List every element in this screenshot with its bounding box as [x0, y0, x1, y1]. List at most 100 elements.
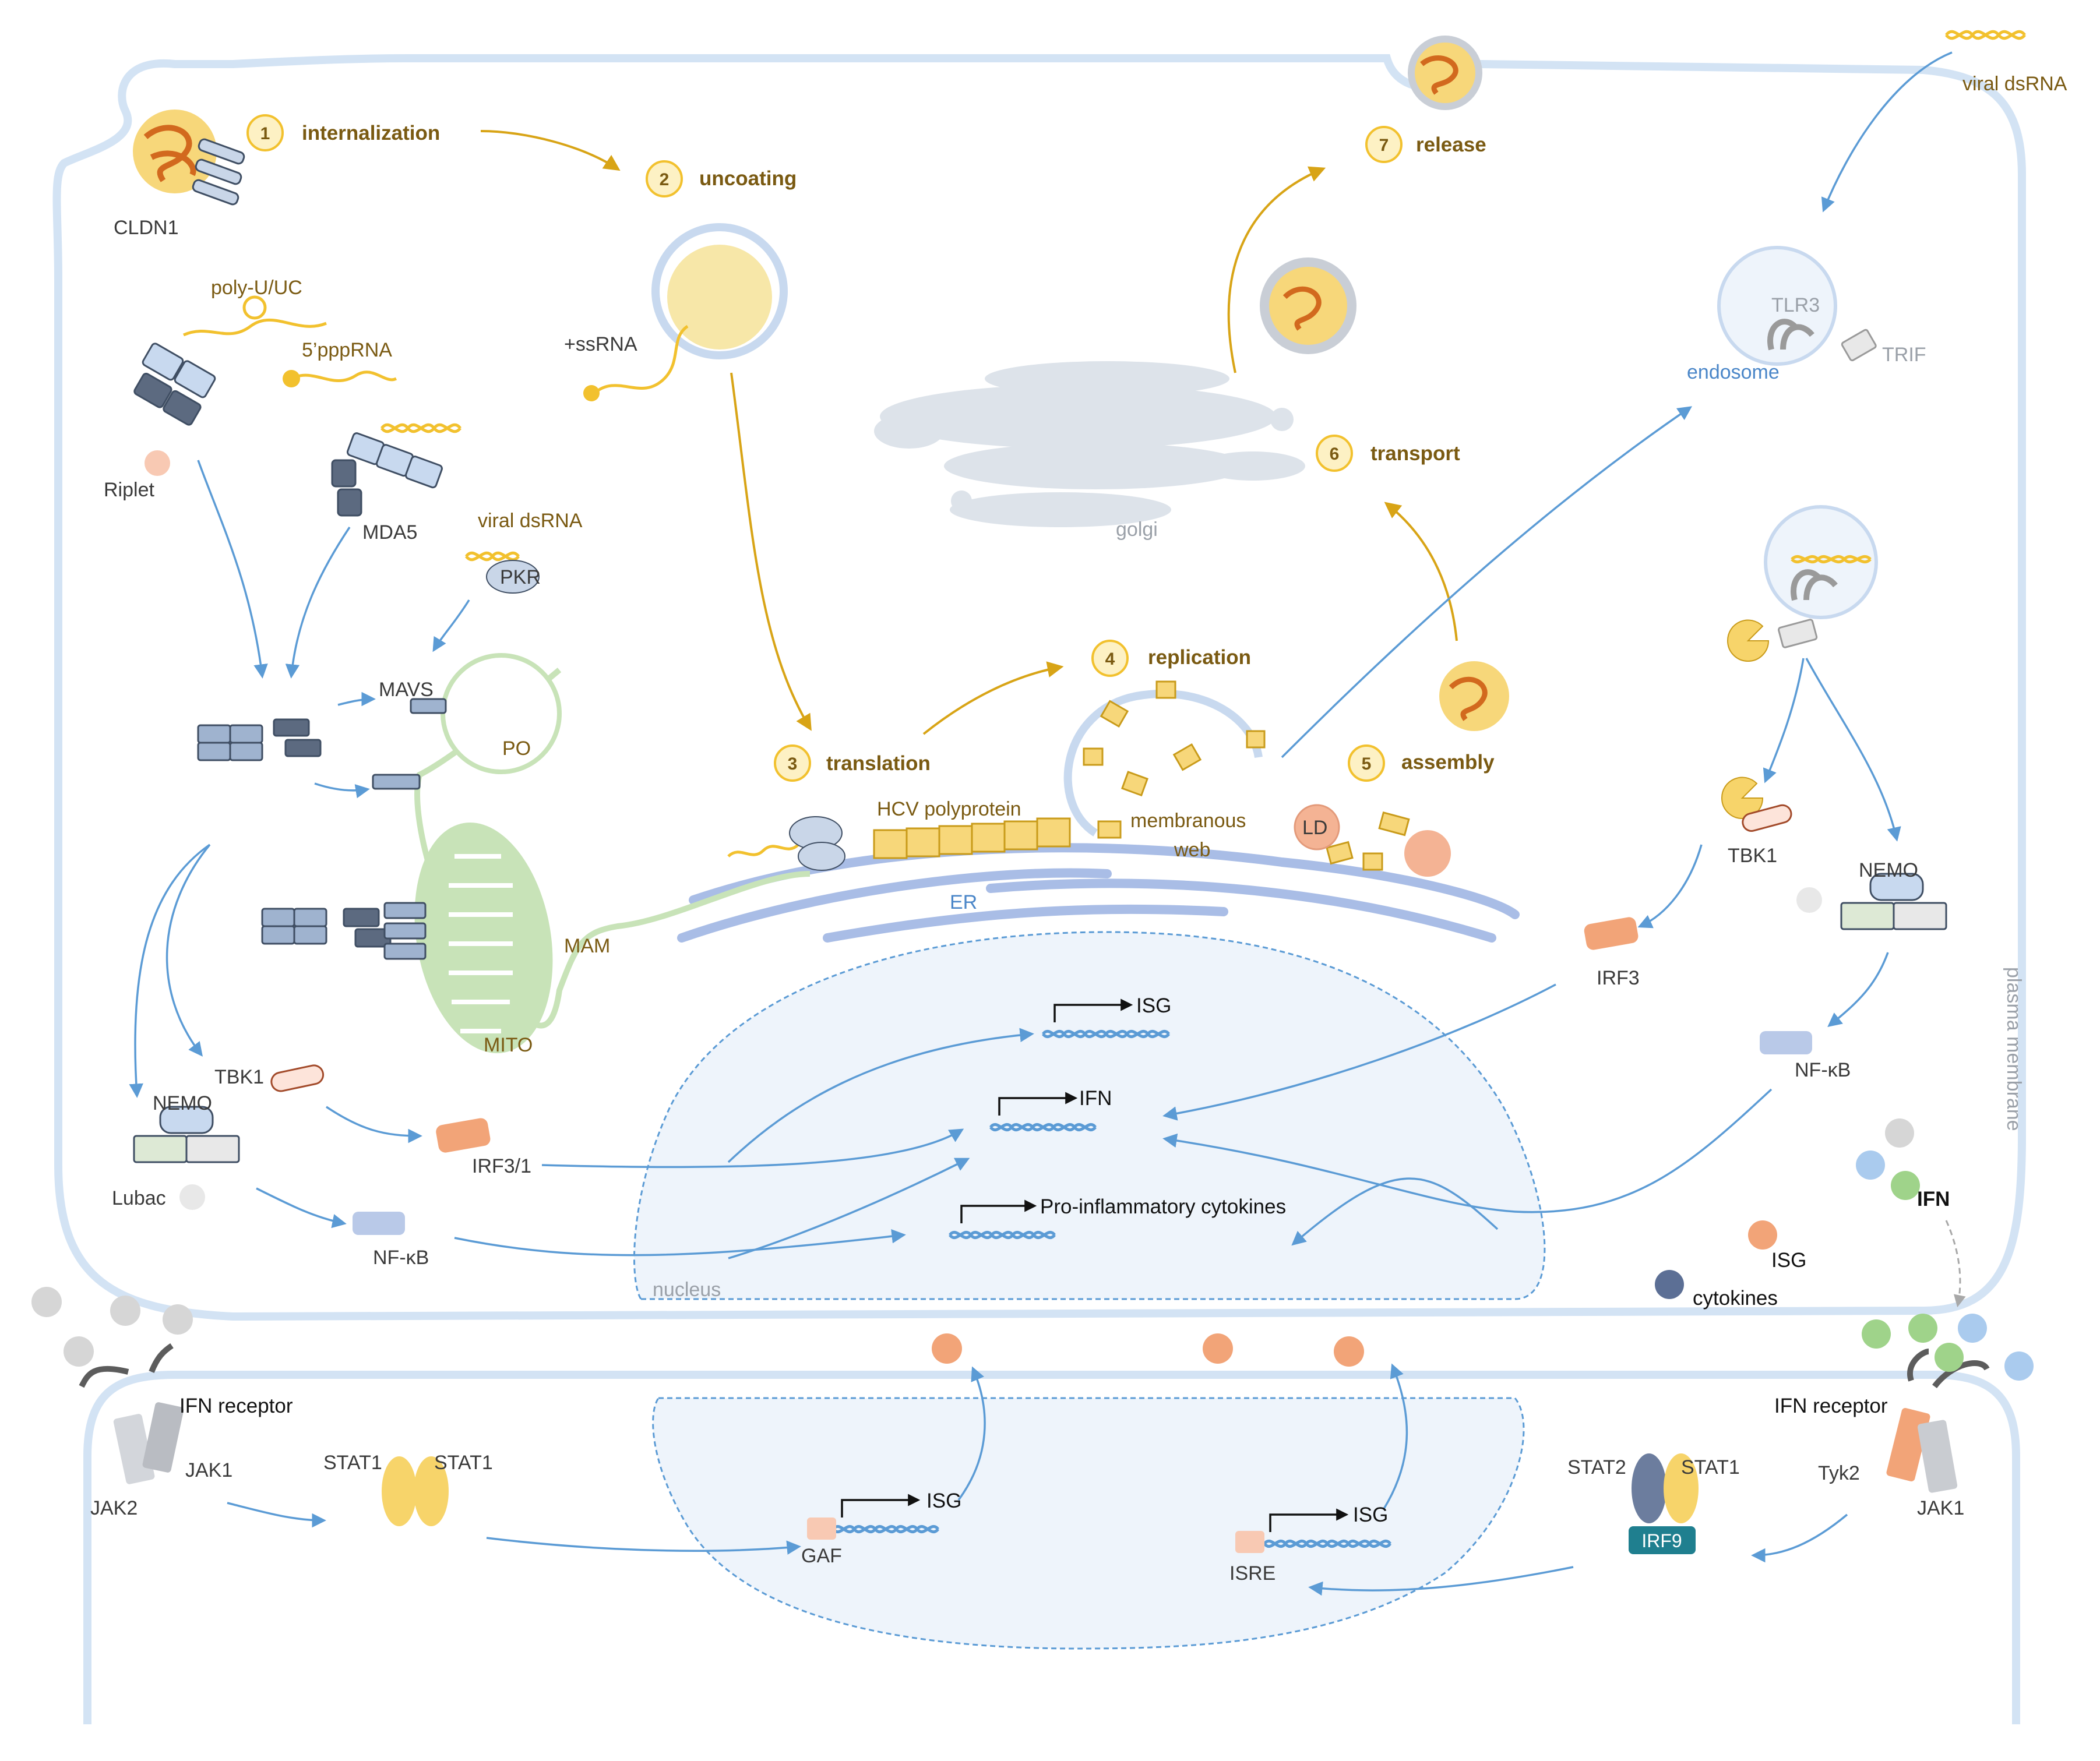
step-1-number: 1: [260, 124, 270, 143]
tbk1-right-label: TBK1: [1728, 845, 1777, 867]
ifn-molecules: [1856, 1118, 2034, 1381]
signaling-arrows: [129, 51, 1966, 1596]
mavs-aggregate-mam: [261, 902, 427, 960]
lipid-droplet-2: [1404, 830, 1451, 877]
membranous-label: membranous: [1130, 810, 1246, 832]
mavs-aggregate-top: [197, 718, 322, 761]
ld-label: LD: [1302, 817, 1327, 839]
pkr-label: PKR: [500, 566, 541, 588]
poly-u-label: poly-U/UC: [211, 277, 302, 299]
uncoating-capsid: [651, 223, 788, 359]
rig-i-receptor: [133, 343, 216, 426]
stat1-a-label: STAT1: [323, 1452, 382, 1474]
virus-particle-assembly: [1439, 661, 1509, 731]
golgi-apparatus: [874, 361, 1305, 527]
viral-dsrna-pkr-label: viral dsRNA: [478, 510, 583, 532]
step-release: release: [1416, 133, 1486, 156]
jak1-left-label: JAK1: [185, 1459, 232, 1481]
traf3-pacman: [1726, 619, 1770, 662]
nemo-complex-right: [1840, 873, 1947, 930]
cytokine-gene-label: Pro-inflammatory cytokines: [1040, 1195, 1286, 1218]
mda5-label: MDA5: [362, 521, 417, 544]
golgi-label: golgi: [1116, 518, 1158, 541]
nemo-complex-left: [133, 1106, 240, 1163]
cldn1-receptor: [192, 138, 245, 206]
nemo-right-label: NEMO: [1859, 859, 1918, 881]
tbk1-pacman-right: [1721, 777, 1764, 819]
isg-gaf-label: ISG: [926, 1490, 961, 1512]
po-label: PO: [502, 737, 531, 760]
stat1-b-label: STAT1: [434, 1452, 493, 1474]
nucleus-label: nucleus: [653, 1279, 721, 1301]
step-3-number: 3: [788, 754, 798, 774]
poly-u-loop: [242, 295, 267, 320]
ifn-receptor-left-label: IFN receptor: [179, 1395, 293, 1417]
irf31-protein: [436, 1118, 491, 1153]
lipid-droplet: [1294, 804, 1340, 850]
dna-ifn: [989, 1123, 1097, 1132]
virus-particle-vesicle: [1260, 257, 1356, 354]
membranous-web-vesicle: [1063, 689, 1263, 837]
cldn1-label: CLDN1: [114, 217, 178, 239]
virus-particle-release: [1408, 36, 1482, 110]
endosome-label: endosome: [1687, 361, 1780, 383]
step-5-number: 5: [1362, 754, 1372, 774]
gaf-label: GAF: [801, 1545, 842, 1567]
lower-cell-membrane: [83, 1371, 2020, 1724]
dsrna-helix-pkr: [465, 551, 520, 562]
riplet-protein: [145, 450, 170, 476]
stat2-label: STAT2: [1567, 1456, 1626, 1478]
step-circles: [246, 114, 1403, 782]
step-translation: translation: [826, 752, 931, 775]
trif-protein: [1841, 329, 1877, 362]
step-7-number: 7: [1379, 136, 1389, 155]
trif-protein-2: [1778, 619, 1818, 648]
hcv-rna-translation: [727, 844, 799, 857]
cytokine-legend-dot: [1655, 1270, 1684, 1299]
dsrna-helix-endosome: [1791, 555, 1872, 564]
ifn-receptor-right-label: IFN receptor: [1774, 1395, 1888, 1417]
isgf3-complex: [1629, 1453, 1699, 1554]
mitochondrion: [414, 823, 553, 1053]
irf3-right-protein: [1584, 917, 1639, 950]
nfkb-left-protein: [353, 1212, 405, 1235]
lubac-label: Lubac: [112, 1187, 166, 1209]
step-4-number: 4: [1105, 650, 1115, 669]
dsrna-helix-mda5: [380, 423, 461, 433]
mavs-molecule-1: [410, 698, 447, 714]
promoter-arrows: [841, 998, 1349, 1532]
isre-label: ISRE: [1229, 1562, 1275, 1584]
tbk1-left-label: TBK1: [214, 1066, 264, 1088]
mam-label: MAM: [564, 935, 610, 957]
cytokines-legend-label: cytokines: [1693, 1287, 1778, 1310]
dna-isre: [1263, 1539, 1391, 1548]
dna-isg: [1042, 1029, 1170, 1039]
peroxisome: [441, 653, 562, 774]
step-uncoating: uncoating: [699, 167, 797, 190]
irf31-label: IRF3/1: [472, 1155, 531, 1177]
mavs-molecule-2: [372, 774, 421, 790]
step-transport: transport: [1370, 442, 1460, 465]
isg-gene-label: ISG: [1136, 994, 1171, 1017]
stat1-c-label: STAT1: [1681, 1456, 1740, 1478]
jak1-right-label: JAK1: [1917, 1497, 1964, 1519]
mitochondrion-cristae: [449, 854, 513, 1033]
irf3-right-label: IRF3: [1597, 967, 1640, 989]
step-2-number: 2: [660, 170, 670, 189]
secreted-isg: [932, 1333, 1364, 1367]
isg-legend-label: ISG: [1771, 1249, 1806, 1272]
ssrna-cap: [583, 385, 600, 401]
dsrna-helix-top: [1945, 30, 2026, 40]
tlr3-receptor: [1767, 319, 1814, 351]
hcv-polyprotein-blocks: [873, 817, 1071, 859]
web-label: web: [1174, 839, 1210, 861]
tlr3-label: TLR3: [1771, 294, 1820, 316]
ssrna-label: +ssRNA: [564, 333, 637, 355]
poly-u-rna: [182, 318, 327, 337]
isg-isre-label: ISG: [1353, 1504, 1388, 1526]
lifecycle-arrows: [480, 130, 1458, 735]
endosome-tlr3: [1717, 246, 1837, 366]
riplet-label: Riplet: [104, 479, 154, 501]
step-6-number: 6: [1330, 444, 1340, 464]
